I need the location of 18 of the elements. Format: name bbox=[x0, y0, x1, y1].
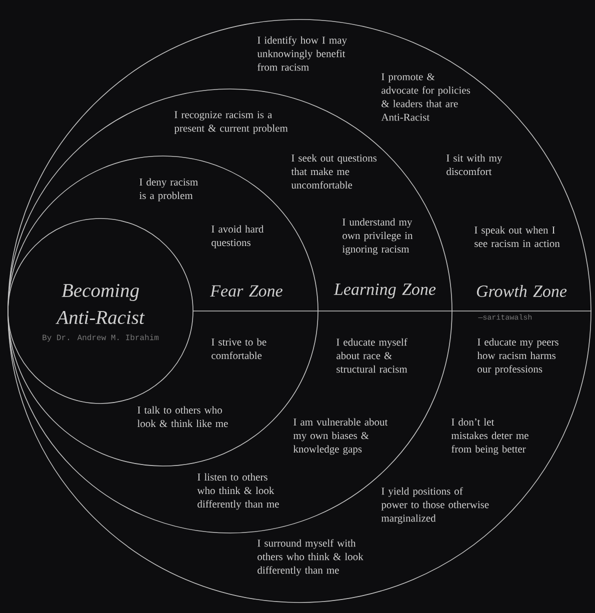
statement-text: I talk to others who look & think like me bbox=[137, 406, 228, 428]
statement-text: I yield positions of power to those otherwise marginalized bbox=[381, 487, 489, 524]
statement-text: I seek out questions that make me uncomfortable bbox=[291, 154, 377, 189]
statement-text: I educate myself about race & structural racism bbox=[336, 338, 408, 373]
statement-text: I recognize racism is a present & current problem bbox=[174, 111, 288, 134]
statement-text: I educate my peers how racism harms our professions bbox=[477, 338, 558, 375]
statement-text: I avoid hard questions bbox=[212, 225, 264, 248]
statement-text: I speak out when I see racism in action bbox=[474, 226, 560, 248]
statement-text: I promote & advocate for policies & leaders that are Anti-Racist bbox=[381, 73, 470, 121]
statement-text: I deny racism is a problem bbox=[139, 178, 198, 202]
statement-text: I understand my own privilege in ignoring racism bbox=[342, 218, 413, 255]
statement-text: I strive to be comfortable bbox=[212, 338, 266, 360]
statement-text: I sit with my discomfort bbox=[446, 154, 502, 176]
statement-text: I am vulnerable about my own biases & knowledge gaps bbox=[293, 418, 388, 455]
statement-text: I don’t let mistakes deter me from being better bbox=[451, 418, 528, 455]
statement-text: I identify how I may unknowingly benefit from racism bbox=[257, 36, 347, 71]
statement-text: I surround myself with others who think & look differently than me bbox=[258, 539, 364, 576]
statement-text: I listen to others who think & look differently than me bbox=[197, 473, 279, 510]
